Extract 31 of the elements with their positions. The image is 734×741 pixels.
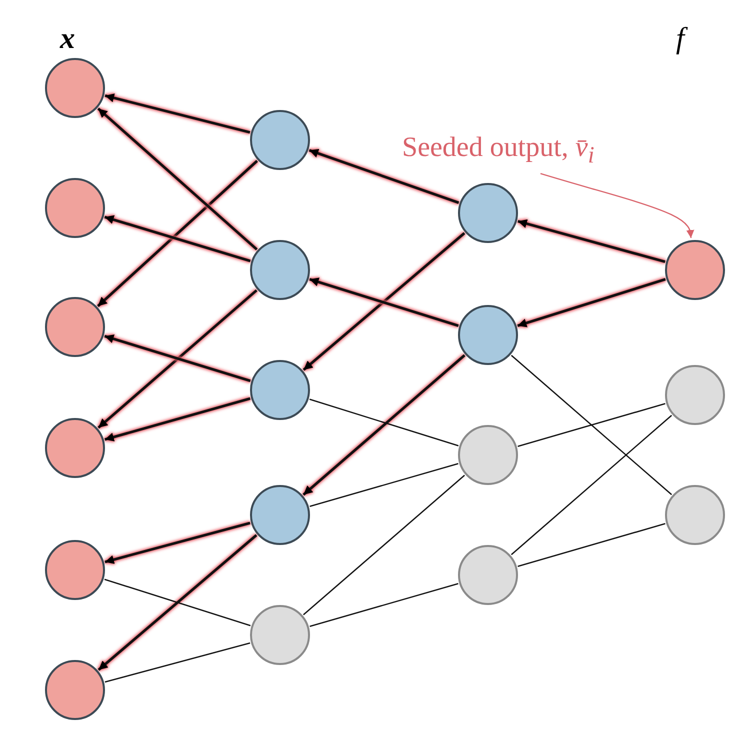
connection-line	[518, 523, 666, 567]
connection-line	[310, 582, 458, 628]
arrow	[309, 278, 459, 327]
connection-line	[303, 474, 465, 616]
arrow	[308, 149, 460, 204]
arrow	[104, 397, 251, 442]
connection-line	[310, 462, 458, 508]
layer-label: x	[60, 22, 75, 56]
active-neuron	[250, 110, 310, 170]
arrow	[517, 278, 666, 328]
active-neuron	[458, 305, 518, 365]
arrow	[302, 354, 466, 496]
arrow	[104, 215, 251, 262]
arrow	[104, 93, 250, 134]
active-neuron	[458, 183, 518, 243]
arrow	[104, 334, 251, 382]
leader-line	[540, 173, 694, 238]
arrow	[104, 522, 250, 564]
arrow	[97, 108, 258, 250]
connection-line	[104, 578, 251, 626]
connection-line	[104, 642, 250, 683]
arrow	[518, 219, 666, 264]
active-neuron	[250, 240, 310, 300]
connection-line	[510, 414, 672, 556]
connection-line	[510, 354, 672, 496]
connection-line	[518, 403, 666, 447]
annotation-text: Seeded output, v̄$_{i}$	[402, 132, 594, 170]
active-neuron	[250, 485, 310, 545]
connection-line	[309, 398, 459, 446]
arrow	[97, 160, 258, 308]
arrow	[98, 534, 258, 671]
